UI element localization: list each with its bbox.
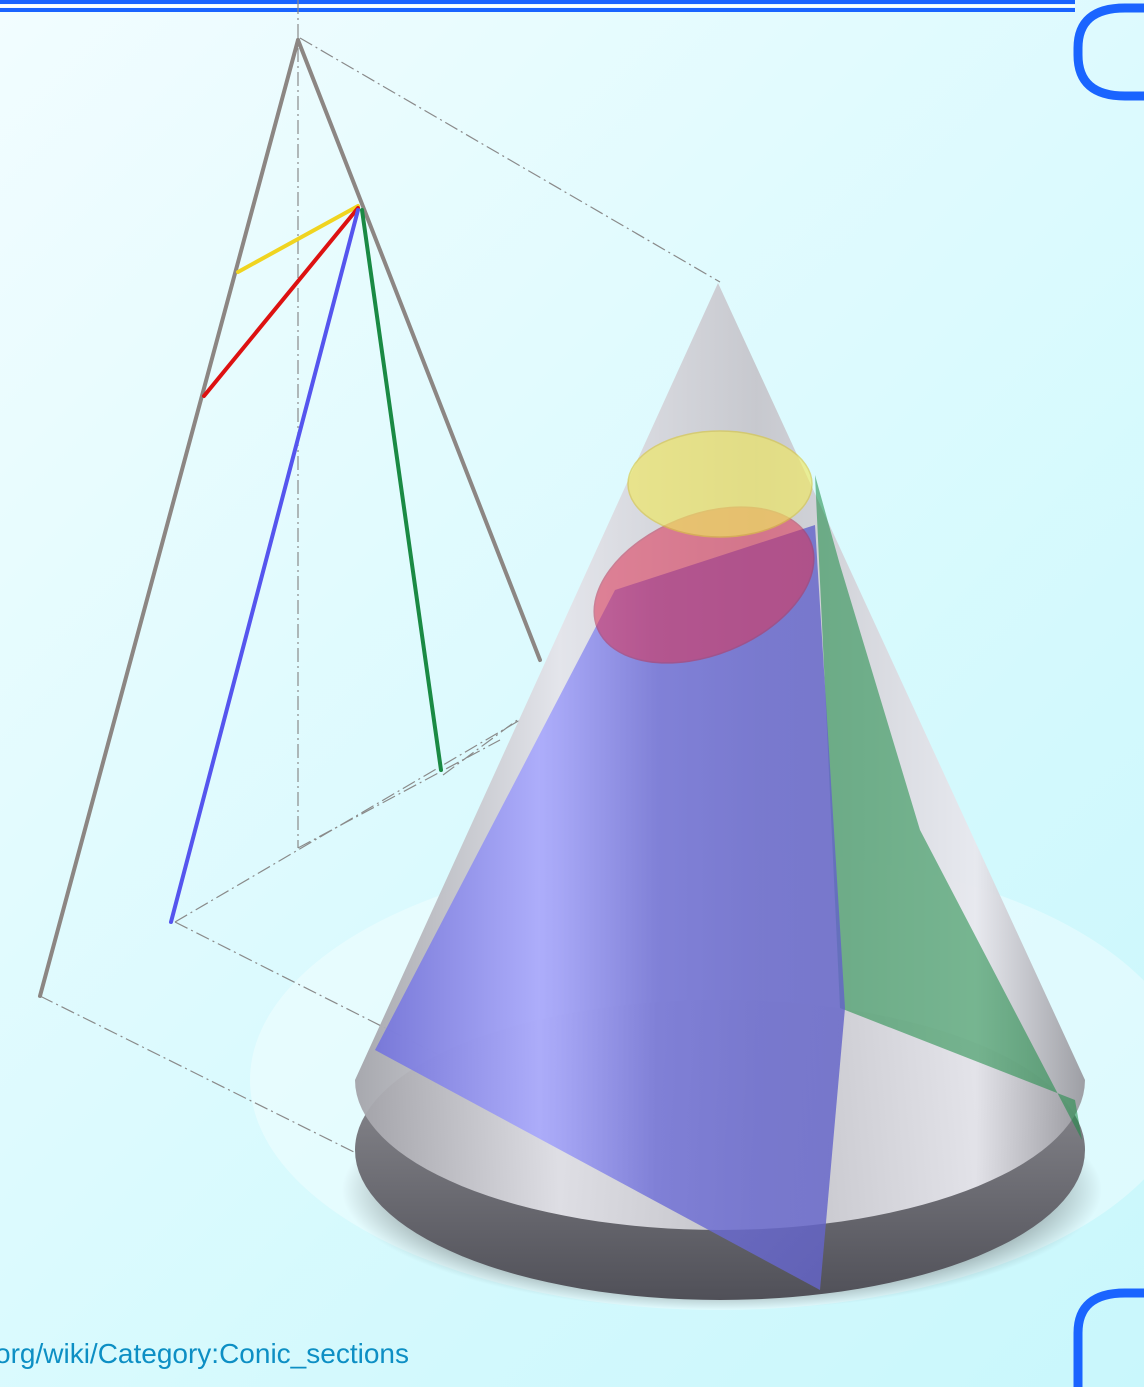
cone-3d <box>342 283 1102 1310</box>
bracket-corner-icon <box>1073 3 1144 101</box>
cone-generator-right <box>296 38 542 662</box>
cone-cross-section <box>38 38 542 998</box>
parabola-plane <box>375 525 845 1290</box>
circle-section-line <box>236 204 360 274</box>
top-rule <box>0 0 1075 12</box>
ellipse-section-line <box>202 206 360 398</box>
source-url-caption[interactable]: org/wiki/Category:Conic_sections <box>0 1340 409 1368</box>
hyperbola-plane <box>815 475 1082 1140</box>
circle-section <box>627 430 813 538</box>
source-url-text: org/wiki/Category:Conic_sections <box>0 1338 409 1369</box>
bracket-corner-icon <box>1073 1288 1144 1387</box>
cone-generator-left <box>38 38 300 998</box>
construction-lines <box>39 0 721 1161</box>
hyperbola-section-line <box>360 208 443 772</box>
parabola-section-line <box>169 208 360 924</box>
